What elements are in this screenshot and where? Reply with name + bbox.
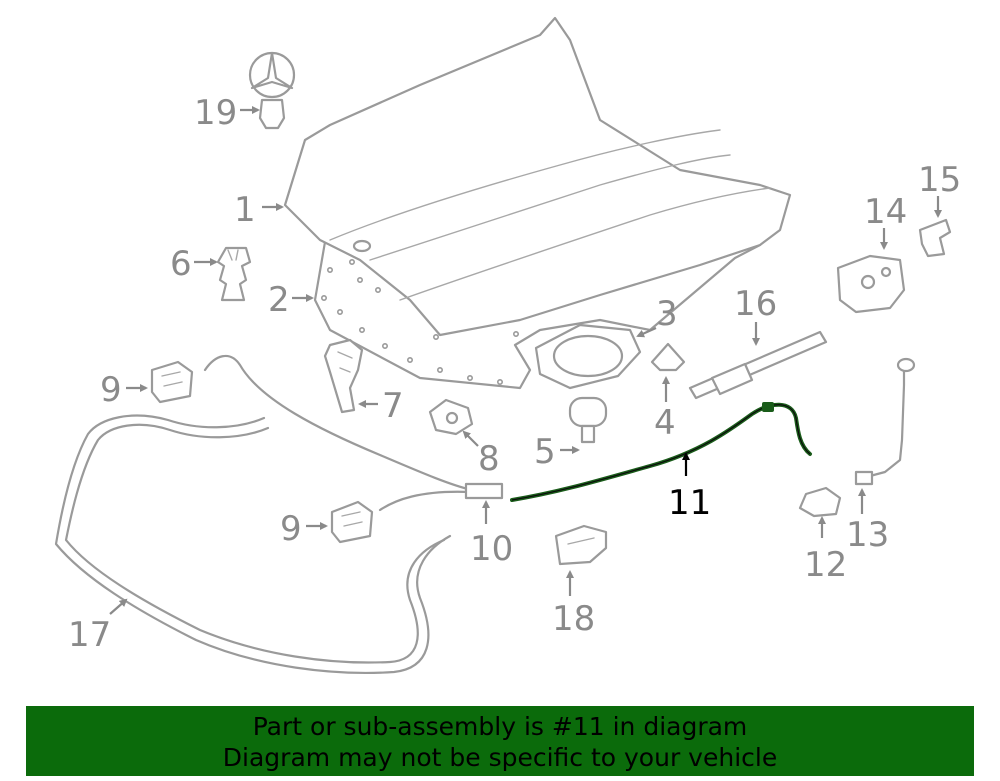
callout-9-upper: 9 bbox=[100, 370, 122, 410]
part-bracket bbox=[428, 398, 474, 436]
part-rear-release-cable-clip bbox=[762, 402, 774, 412]
part-gas-strut bbox=[688, 330, 828, 400]
callout-9-lower: 9 bbox=[280, 509, 302, 549]
callout-16: 16 bbox=[734, 284, 777, 324]
part-lock-lower bbox=[330, 500, 374, 544]
callout-14: 14 bbox=[864, 192, 907, 232]
callout-13: 13 bbox=[846, 515, 889, 555]
callout-3: 3 bbox=[656, 294, 678, 334]
part-safety-hook bbox=[554, 524, 608, 566]
arrow-17 bbox=[109, 598, 128, 615]
part-small-bracket bbox=[798, 486, 842, 518]
callout-18: 18 bbox=[552, 599, 595, 639]
banner-line-1: Part or sub-assembly is #11 in diagram bbox=[252, 712, 748, 741]
part-hinge bbox=[323, 338, 364, 414]
callout-7: 7 bbox=[382, 386, 404, 426]
arrow-3 bbox=[636, 326, 657, 338]
part-switch bbox=[854, 357, 916, 486]
part-front-release-cable bbox=[203, 354, 504, 512]
part-lock-upper bbox=[150, 360, 194, 404]
part-rear-release-cable-core bbox=[511, 404, 811, 501]
arrow-8 bbox=[462, 430, 479, 447]
callout-10: 10 bbox=[470, 529, 513, 569]
part-latch bbox=[836, 254, 906, 314]
callout-15: 15 bbox=[918, 160, 961, 200]
callout-4: 4 bbox=[654, 403, 676, 443]
callout-5: 5 bbox=[534, 432, 556, 472]
callout-1: 1 bbox=[234, 190, 256, 230]
part-rubber-stop bbox=[568, 396, 608, 444]
part-bumper-stop bbox=[216, 246, 252, 302]
callout-11[interactable]: 11 bbox=[668, 483, 711, 523]
callout-8: 8 bbox=[478, 439, 500, 479]
part-info-banner: Part or sub-assembly is #11 in diagram D… bbox=[26, 706, 974, 776]
callout-12: 12 bbox=[804, 545, 847, 585]
part-hood-outer-panel bbox=[283, 16, 792, 337]
callout-19: 19 bbox=[194, 93, 237, 133]
callout-2: 2 bbox=[268, 280, 290, 320]
part-star-emblem bbox=[248, 51, 296, 130]
banner-line-2: Diagram may not be specific to your vehi… bbox=[222, 743, 778, 772]
part-hood-seal bbox=[54, 414, 452, 674]
part-insulation-pad bbox=[534, 323, 642, 390]
callout-17: 17 bbox=[68, 615, 111, 655]
part-latch-bracket bbox=[918, 218, 952, 258]
callout-6: 6 bbox=[170, 244, 192, 284]
part-clip bbox=[650, 342, 686, 372]
